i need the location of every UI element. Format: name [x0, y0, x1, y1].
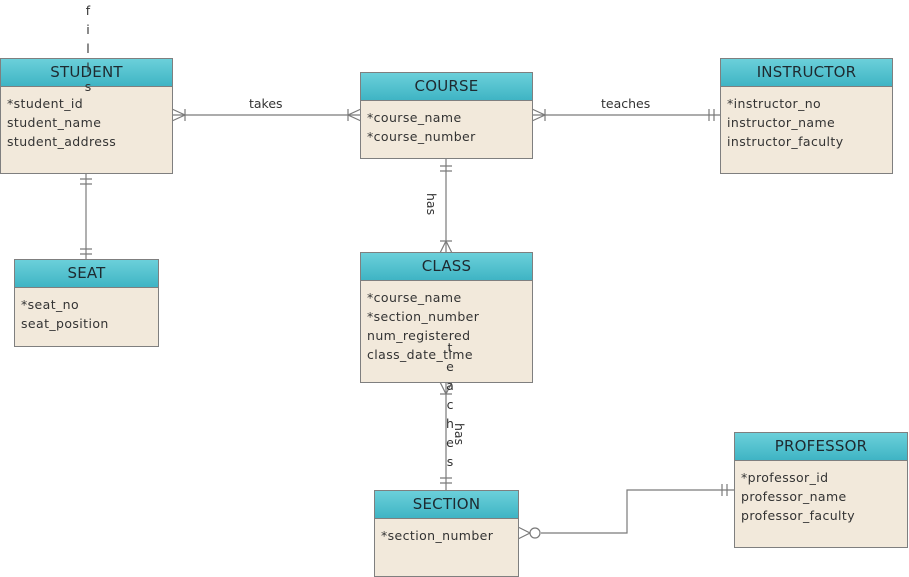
attribute: *section_number [381, 528, 494, 543]
rel-label-fills: f i l l s [83, 1, 93, 96]
label-letter: i [86, 22, 90, 37]
label-letter: c [446, 397, 454, 412]
label-letter: l [86, 41, 90, 56]
zero-circle-section-professor [529, 527, 541, 539]
bar-seat-fills [80, 248, 92, 255]
entity-title: INSTRUCTOR [721, 59, 892, 87]
label-letter: f [85, 3, 91, 18]
attribute: professor_faculty [741, 508, 856, 523]
attribute: *professor_id [741, 470, 829, 485]
label-letter: e [446, 359, 454, 374]
crowfoot-course-teaches [531, 108, 547, 122]
attribute: class_date_time [367, 347, 473, 362]
attribute: *course_name [367, 290, 462, 305]
rel-label-course-class-has: has [424, 193, 439, 216]
entity-class[interactable]: CLASS *course_name *section_number num_r… [360, 252, 533, 383]
label-letter: t [447, 340, 453, 355]
attribute: num_registered [367, 328, 471, 343]
attribute: student_name [7, 115, 102, 130]
crowfoot-class-section [439, 381, 453, 396]
attribute: *seat_no [21, 297, 80, 312]
entity-title: SECTION [375, 491, 518, 519]
attribute: instructor_name [727, 115, 836, 130]
attribute: *section_number [367, 309, 480, 324]
entity-title: SEAT [15, 260, 158, 288]
rel-line-section-professor [541, 489, 735, 534]
bar-student-fills [80, 178, 92, 185]
label-letter: s [446, 454, 454, 469]
entity-student[interactable]: STUDENT *student_id student_name student… [0, 58, 173, 174]
crowfoot-section-professor [517, 526, 532, 540]
bar-section-has [440, 477, 452, 484]
entity-seat[interactable]: SEAT *seat_no seat_position [14, 259, 159, 347]
entity-title: STUDENT [1, 59, 172, 87]
entity-professor[interactable]: PROFESSOR *professor_id professor_name p… [734, 432, 908, 548]
attribute: instructor_faculty [727, 134, 844, 149]
rel-label-class-section-has: has [452, 423, 467, 446]
attribute: seat_position [21, 316, 109, 331]
entity-section[interactable]: SECTION *section_number [374, 490, 519, 577]
attribute: *course_name [367, 110, 462, 125]
label-letter: l [86, 60, 90, 75]
attribute: *instructor_no [727, 96, 822, 111]
rel-label-teaches: teaches [601, 96, 651, 111]
bar-instructor-teaches [708, 109, 715, 121]
entity-instructor[interactable]: INSTRUCTOR *instructor_no instructor_nam… [720, 58, 893, 174]
crowfoot-course-takes [346, 108, 362, 122]
label-letter: h [446, 416, 454, 431]
crowfoot-class-has [439, 239, 453, 254]
attribute: *course_number [367, 129, 476, 144]
bar-professor [721, 484, 728, 496]
label-letter: a [446, 378, 454, 393]
attribute: professor_name [741, 489, 847, 504]
attribute: student_address [7, 134, 117, 149]
entity-title: PROFESSOR [735, 433, 907, 461]
label-letter: s [84, 79, 92, 94]
attribute: *student_id [7, 96, 84, 111]
crowfoot-student-takes [171, 108, 187, 122]
entity-title: CLASS [361, 253, 532, 281]
entity-course[interactable]: COURSE *course_name *course_number [360, 72, 533, 159]
rel-label-takes: takes [249, 96, 283, 111]
rel-label-class-section-teaches: t e a c h e s [445, 338, 455, 471]
bar-course-has [440, 165, 452, 172]
entity-title: COURSE [361, 73, 532, 101]
label-letter: e [446, 435, 454, 450]
